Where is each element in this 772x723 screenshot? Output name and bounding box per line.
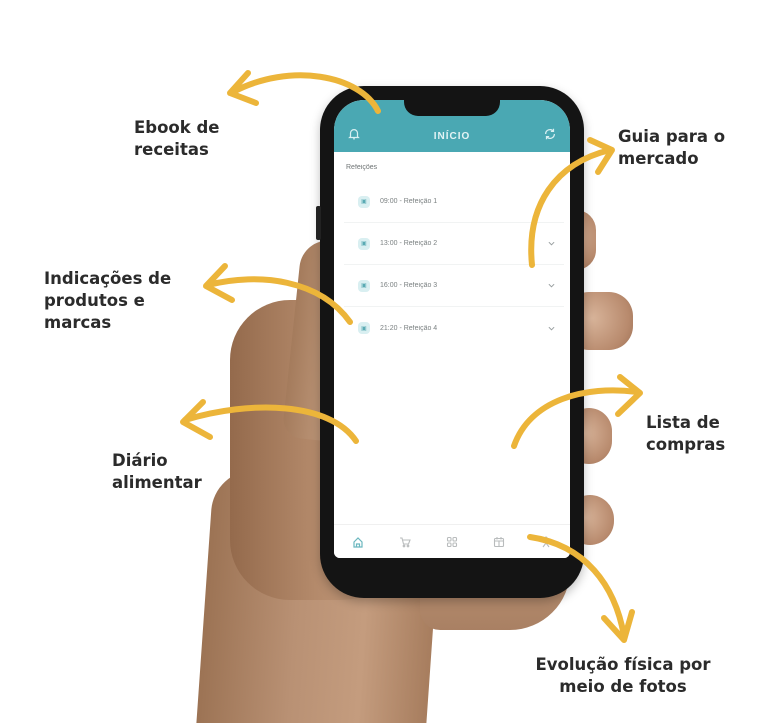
chevron-down-icon[interactable] (546, 323, 556, 333)
phone-screen: INÍCIO Refeições ▣ 09:00 - Refeição 1 ▣ … (334, 100, 570, 558)
page-title: INÍCIO (433, 131, 471, 142)
meal-icon: ▣ (358, 237, 370, 250)
callout-progress-photos: Evolução física por meio de fotos (535, 655, 711, 696)
meal-row[interactable]: ▣ 09:00 - Refeição 1 (344, 181, 564, 223)
callout-food-diary: Diário alimentar (112, 451, 202, 492)
refresh-icon[interactable] (542, 126, 558, 142)
meal-label: 13:00 - Refeição 2 (380, 240, 438, 247)
phone-notch (404, 100, 500, 116)
grid-icon[interactable] (442, 532, 462, 552)
phone-device: INÍCIO Refeições ▣ 09:00 - Refeição 1 ▣ … (316, 86, 584, 598)
meal-row[interactable]: ▣ 13:00 - Refeição 2 (344, 223, 564, 265)
meal-icon: ▣ (358, 279, 370, 292)
bottom-tab-bar (334, 524, 570, 558)
body-icon[interactable] (536, 532, 556, 552)
meal-label: 16:00 - Refeição 3 (380, 282, 438, 289)
meal-row[interactable]: ▣ 16:00 - Refeição 3 (344, 265, 564, 307)
cart-icon[interactable] (395, 532, 415, 552)
callout-products: Indicações de produtos e marcas (44, 269, 172, 332)
meal-label: 09:00 - Refeição 1 (380, 198, 438, 205)
callout-ebook: Ebook de receitas (134, 118, 220, 159)
section-title: Refeições (346, 164, 378, 171)
bell-icon[interactable] (346, 126, 362, 142)
callout-shopping-list: Lista de compras (646, 413, 726, 454)
home-icon[interactable] (348, 532, 368, 552)
meal-row[interactable]: ▣ 21:20 - Refeição 4 (344, 307, 564, 349)
meal-label: 21:20 - Refeição 4 (380, 324, 438, 332)
callout-market-guide: Guia para o mercado (618, 127, 726, 168)
chevron-down-icon[interactable] (546, 281, 556, 291)
meal-icon: ▣ (358, 195, 370, 208)
meal-list: ▣ 09:00 - Refeição 1 ▣ 13:00 - Refeição … (344, 181, 564, 349)
chevron-down-icon[interactable] (546, 239, 556, 249)
meal-icon: ▣ (358, 322, 370, 334)
calendar-icon[interactable] (489, 532, 509, 552)
phone-side-button (316, 206, 321, 240)
